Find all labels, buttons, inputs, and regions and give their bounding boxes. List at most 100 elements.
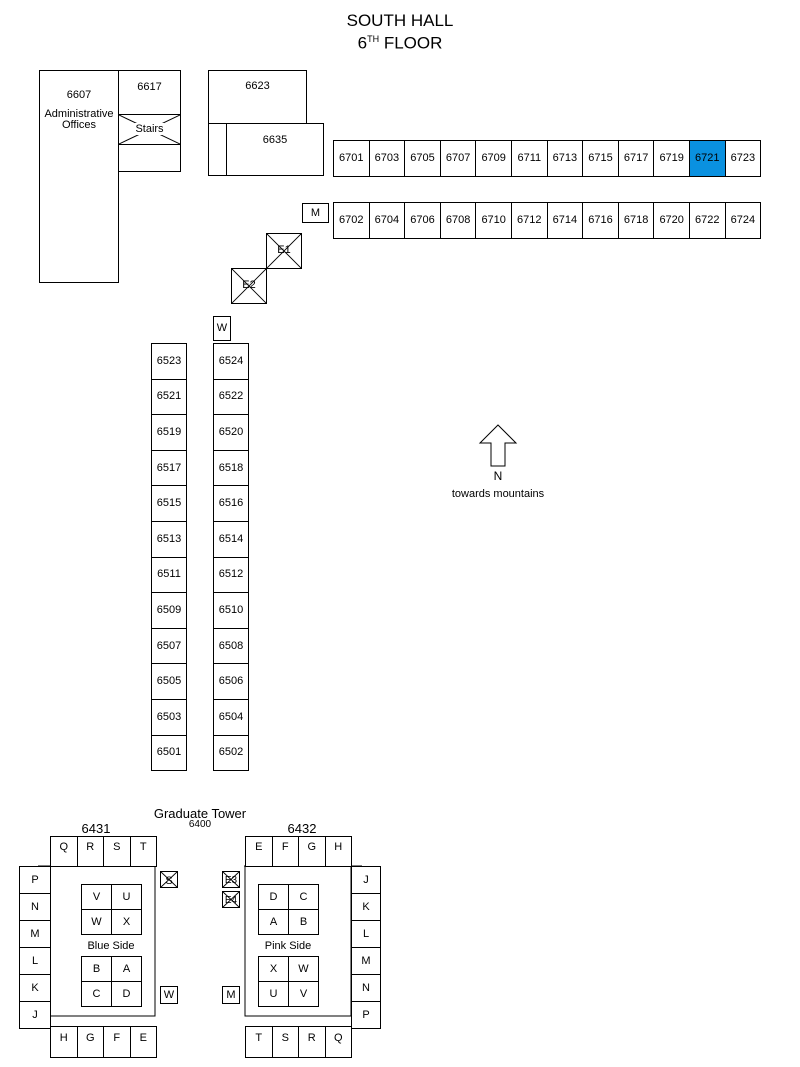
tower-pink-grid-A[interactable]: A [258, 909, 289, 935]
tower-blue-side-J[interactable]: J [19, 1001, 51, 1029]
tower-marker-w[interactable]: W [160, 986, 178, 1004]
room-6707[interactable]: 6707 [439, 140, 477, 177]
room-6708[interactable]: 6708 [439, 202, 477, 239]
room-6513[interactable]: 6513 [151, 521, 187, 558]
room-6508[interactable]: 6508 [213, 627, 249, 665]
room-6524[interactable]: 6524 [213, 343, 249, 380]
tower-pink-top-H[interactable]: H [324, 836, 352, 867]
room-6504[interactable]: 6504 [213, 699, 249, 736]
room-below-stairs[interactable] [118, 144, 181, 172]
tower-blue-bottom-E[interactable]: E [129, 1026, 157, 1058]
room-6716[interactable]: 6716 [582, 202, 619, 239]
tower-pink-side-J[interactable]: J [351, 866, 381, 894]
tower-pink-side-M[interactable]: M [351, 947, 381, 975]
room-6506[interactable]: 6506 [213, 663, 249, 700]
room-6516[interactable]: 6516 [213, 485, 249, 522]
tower-blue-top-S[interactable]: S [103, 836, 131, 867]
tower-pink-bottom-R[interactable]: R [298, 1026, 326, 1058]
tower-blue-grid-V[interactable]: V [81, 884, 112, 910]
tower-pink-top-G[interactable]: G [298, 836, 326, 867]
room-6712[interactable]: 6712 [511, 202, 548, 239]
tower-pink-side-P[interactable]: P [351, 1001, 381, 1029]
tower-blue-grid-W[interactable]: W [81, 909, 112, 935]
tower-pink-bottom-S[interactable]: S [271, 1026, 299, 1058]
room-admin[interactable] [39, 70, 119, 283]
tower-pink-side-L[interactable]: L [351, 920, 381, 948]
tower-blue-side-N[interactable]: N [19, 893, 51, 921]
tower-pink-grid-lower-X[interactable]: X [258, 956, 289, 982]
room-6706[interactable]: 6706 [404, 202, 441, 239]
tower-pink-top-F[interactable]: F [271, 836, 299, 867]
room-6520[interactable]: 6520 [213, 414, 249, 451]
room-6501[interactable]: 6501 [151, 734, 187, 772]
tower-pink-grid-B[interactable]: B [288, 909, 319, 935]
room-6718[interactable]: 6718 [617, 202, 655, 239]
room-6724[interactable]: 6724 [724, 202, 762, 239]
room-6635[interactable]: 6635 [226, 123, 324, 176]
tower-pink-side-K[interactable]: K [351, 893, 381, 921]
room-6507[interactable]: 6507 [151, 627, 187, 665]
room-6514[interactable]: 6514 [213, 521, 249, 558]
tower-blue-grid-lower-B[interactable]: B [81, 956, 112, 982]
tower-blue-grid-U[interactable]: U [111, 884, 142, 910]
tower-blue-grid-lower-A[interactable]: A [111, 956, 142, 982]
tower-blue-bottom-H[interactable]: H [50, 1026, 78, 1058]
room-6523[interactable]: 6523 [151, 343, 187, 380]
room-6719[interactable]: 6719 [653, 140, 690, 177]
tower-blue-side-L[interactable]: L [19, 947, 51, 975]
tower-pink-grid-D[interactable]: D [258, 884, 289, 910]
room-6721[interactable]: 6721 [689, 140, 726, 177]
tower-blue-top-Q[interactable]: Q [50, 836, 78, 867]
tower-pink-side-N[interactable]: N [351, 974, 381, 1002]
tower-pink-grid-lower-U[interactable]: U [258, 981, 289, 1007]
marker-w[interactable]: W [213, 316, 231, 341]
room-6522[interactable]: 6522 [213, 378, 249, 416]
room-6521[interactable]: 6521 [151, 378, 187, 416]
tower-pink-bottom-Q[interactable]: Q [324, 1026, 352, 1058]
tower-pink-grid-C[interactable]: C [288, 884, 319, 910]
room-6713[interactable]: 6713 [546, 140, 584, 177]
tower-pink-bottom-T[interactable]: T [245, 1026, 273, 1058]
room-6515[interactable]: 6515 [151, 485, 187, 522]
tower-blue-bottom-F[interactable]: F [103, 1026, 131, 1058]
room-6711[interactable]: 6711 [511, 140, 548, 177]
tower-pink-top-E[interactable]: E [245, 836, 273, 867]
room-6714[interactable]: 6714 [546, 202, 584, 239]
room-6511[interactable]: 6511 [151, 556, 187, 594]
tower-blue-grid-lower-D[interactable]: D [111, 981, 142, 1007]
tower-blue-bottom-G[interactable]: G [76, 1026, 104, 1058]
room-6704[interactable]: 6704 [368, 202, 406, 239]
room-6703[interactable]: 6703 [368, 140, 406, 177]
tower-pink-grid-lower-V[interactable]: V [288, 981, 319, 1007]
tower-blue-top-T[interactable]: T [129, 836, 157, 867]
room-6503[interactable]: 6503 [151, 699, 187, 736]
room-6710[interactable]: 6710 [475, 202, 512, 239]
tower-blue-side-P[interactable]: P [19, 866, 51, 894]
tower-pink-grid-lower-W[interactable]: W [288, 956, 319, 982]
tower-blue-grid-X[interactable]: X [111, 909, 142, 935]
room-6512[interactable]: 6512 [213, 556, 249, 594]
tower-blue-top-R[interactable]: R [76, 836, 104, 867]
tower-blue-side-K[interactable]: K [19, 974, 51, 1002]
room-6518[interactable]: 6518 [213, 449, 249, 487]
room-6705[interactable]: 6705 [404, 140, 441, 177]
room-6720[interactable]: 6720 [653, 202, 690, 239]
tower-blue-side-M[interactable]: M [19, 920, 51, 948]
marker-m[interactable]: M [302, 203, 329, 223]
room-6510[interactable]: 6510 [213, 592, 249, 629]
room-6702[interactable]: 6702 [333, 202, 370, 239]
tower-blue-grid-lower-C[interactable]: C [81, 981, 112, 1007]
room-6623[interactable]: 6623 [208, 70, 307, 124]
room-6519[interactable]: 6519 [151, 414, 187, 451]
room-6709[interactable]: 6709 [475, 140, 512, 177]
room-6517[interactable]: 6517 [151, 449, 187, 487]
room-6635-side[interactable] [208, 123, 227, 176]
room-6509[interactable]: 6509 [151, 592, 187, 629]
room-6717[interactable]: 6717 [617, 140, 655, 177]
room-6715[interactable]: 6715 [582, 140, 619, 177]
room-6722[interactable]: 6722 [689, 202, 726, 239]
room-6617[interactable]: 6617 [118, 70, 181, 115]
room-6502[interactable]: 6502 [213, 734, 249, 772]
room-6723[interactable]: 6723 [724, 140, 762, 177]
tower-marker-m[interactable]: M [222, 986, 240, 1004]
